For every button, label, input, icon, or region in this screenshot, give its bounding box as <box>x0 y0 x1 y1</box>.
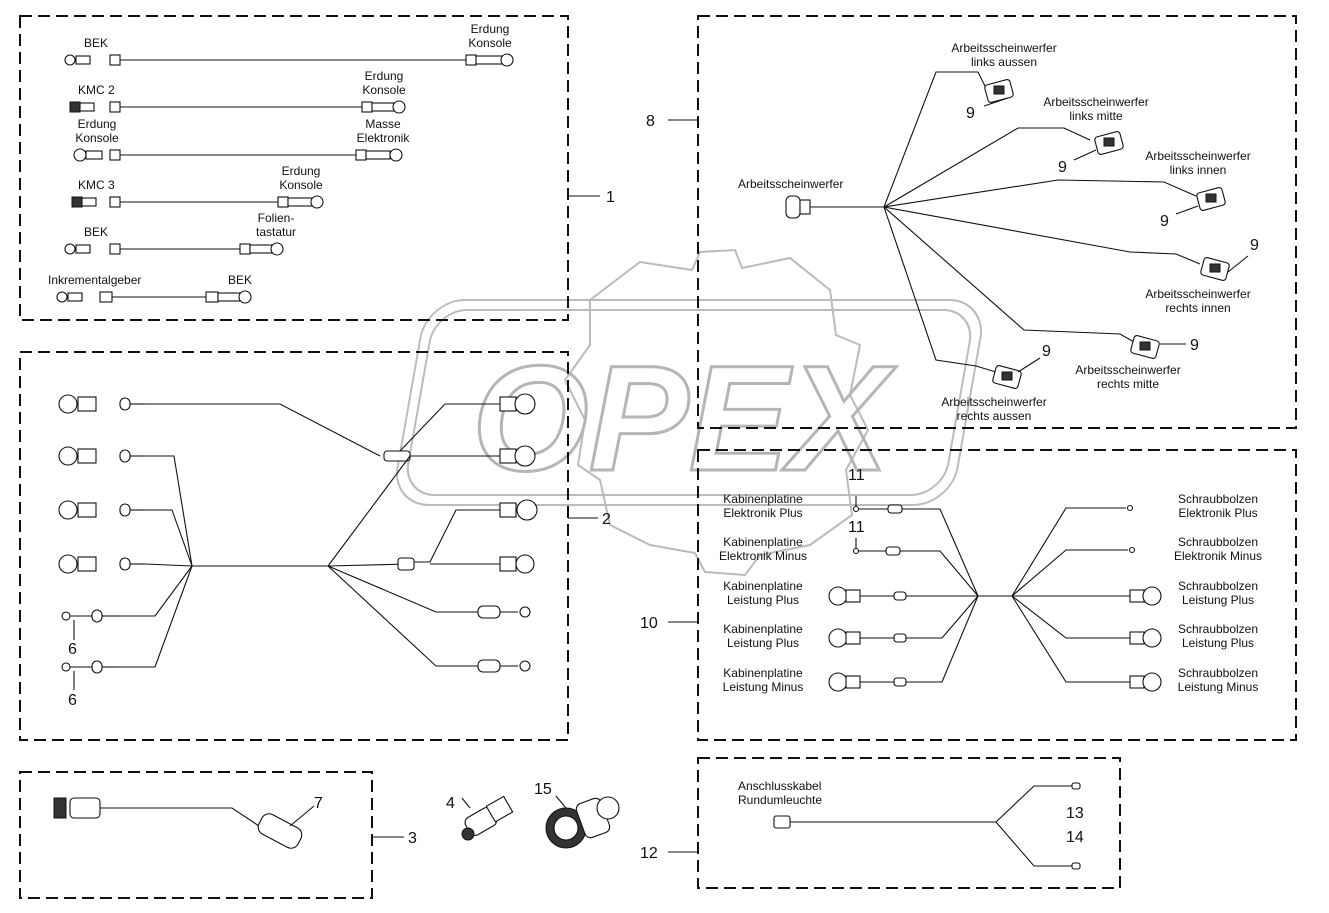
watermark-text: OPEX <box>472 334 897 502</box>
callout-4: 4 <box>446 795 455 812</box>
callout-6a: 6 <box>68 641 77 658</box>
label-bek-3: BEK <box>228 273 252 287</box>
callout-10: 10 <box>640 615 658 632</box>
group-box-2 <box>19 351 569 741</box>
callout-9e: 9 <box>1190 337 1199 354</box>
callout-12: 12 <box>640 845 658 862</box>
callout-9a: 9 <box>966 105 975 122</box>
group-3-cable: 7 3 <box>53 795 417 849</box>
callout-9c: 9 <box>1160 213 1169 230</box>
label-bek-1: BEK <box>84 36 108 50</box>
group-box-3 <box>19 771 373 899</box>
callout-6b: 6 <box>68 692 77 709</box>
group-box-12 <box>697 757 1121 889</box>
group-box-10 <box>697 449 1297 741</box>
callout-13: 13 <box>1066 805 1084 822</box>
label-arbeitsscheinwerfer-main: Arbeitsscheinwerfer <box>738 177 843 191</box>
label-folientastatur: Folien-tastatur <box>256 211 296 239</box>
group-2-harness: 6 6 2 <box>58 393 611 709</box>
callout-14: 14 <box>1066 829 1084 846</box>
callout-3: 3 <box>408 830 417 847</box>
callout-15: 15 <box>534 781 552 798</box>
callout-7: 7 <box>314 795 323 812</box>
callout-9f: 9 <box>1042 343 1051 360</box>
callout-9d: 9 <box>1250 237 1259 254</box>
callout-2: 2 <box>602 511 611 528</box>
callout-11a: 11 <box>848 467 865 484</box>
callout-1: 1 <box>606 189 615 206</box>
callout-8: 8 <box>646 113 655 130</box>
group-box-8 <box>697 15 1297 429</box>
group-8-work-lights: Arbeitsscheinwerfer 9 9 9 9 9 9 Arbeitss… <box>646 41 1259 423</box>
label-kmc-3: KMC 3 <box>78 178 115 192</box>
label-bek-2: BEK <box>84 225 108 239</box>
label-inkrementalgeber: Inkrementalgeber <box>48 273 141 287</box>
callout-11b: 11 <box>848 519 865 536</box>
watermark: OPEX <box>396 248 983 577</box>
callout-9b: 9 <box>1058 159 1067 176</box>
group-box-1 <box>19 15 569 321</box>
label-kmc-2: KMC 2 <box>78 83 115 97</box>
part-15-round-connector: 15 <box>534 781 620 849</box>
part-4-connector: 4 <box>446 795 514 841</box>
